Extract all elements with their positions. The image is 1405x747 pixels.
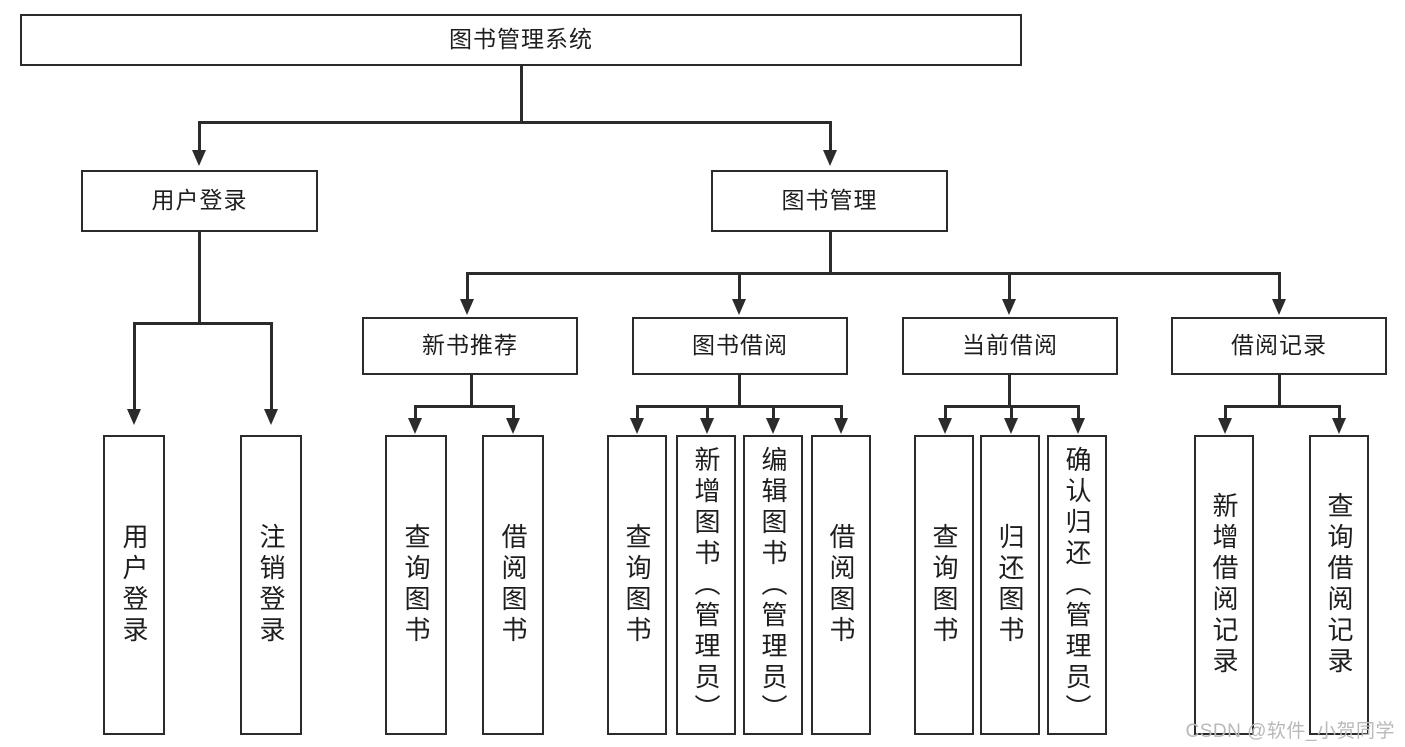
node-label: 图书借阅 (692, 332, 788, 359)
leaf-book-borrow-query[interactable]: 查询图书 (607, 435, 667, 735)
leaf-new-book-query[interactable]: 查询图书 (385, 435, 447, 735)
edge-book-borrow-bus (636, 405, 842, 408)
leaf-current-borrow-query[interactable]: 查询图书 (914, 435, 974, 735)
arrowhead-leaf-br-0 (1218, 418, 1232, 434)
node-label: 借阅图书 (498, 523, 528, 647)
edge-user-login-to-leaf-0 (133, 322, 136, 410)
edge-br-to-leaf-0 (1224, 405, 1227, 419)
arrowhead-leaf-bb-1 (700, 418, 714, 434)
edge-root-to-user-login (198, 121, 201, 151)
arrowhead-leaf-cb-0 (938, 418, 952, 434)
leaf-user-login-login[interactable]: 用户登录 (103, 435, 165, 735)
arrowhead-leaf-nb-0 (408, 418, 422, 434)
leaf-current-borrow-return[interactable]: 归还图书 (980, 435, 1040, 735)
edge-bb-to-leaf-0 (636, 405, 639, 419)
edge-root-to-book-management (829, 121, 832, 151)
node-label: 查询图书 (401, 523, 431, 647)
edge-bb-to-leaf-3 (840, 405, 843, 419)
leaf-current-borrow-confirm-admin[interactable]: 确认归还（管理员） (1047, 435, 1107, 735)
arrowhead-leaf-br-1 (1332, 418, 1346, 434)
leaf-book-borrow-add-admin[interactable]: 新增图书（管理员） (676, 435, 736, 735)
edge-user-login-bus (133, 322, 271, 325)
edge-bm-to-book-borrow (738, 272, 741, 300)
leaf-book-borrow-edit-admin[interactable]: 编辑图书（管理员） (743, 435, 803, 735)
arrowhead-current-borrow (1002, 299, 1016, 315)
node-label: 归还图书 (995, 523, 1025, 647)
edge-new-book-bus (414, 405, 514, 408)
edge-nb-to-leaf-0 (414, 405, 417, 419)
node-book-management[interactable]: 图书管理 (711, 170, 948, 232)
node-label: 借阅记录 (1231, 332, 1327, 359)
watermark-text: CSDN @软件_小贺同学 (1185, 721, 1395, 742)
edge-nb-to-leaf-1 (512, 405, 515, 419)
edge-root-stem (520, 66, 523, 121)
leaf-borrow-record-query[interactable]: 查询借阅记录 (1309, 435, 1369, 735)
arrowhead-leaf-nb-1 (506, 418, 520, 434)
node-label: 查询图书 (622, 523, 652, 647)
node-label: 新增图书（管理员） (691, 445, 721, 725)
edge-bb-to-leaf-1 (706, 405, 709, 419)
edge-user-login-to-leaf-1 (270, 322, 273, 410)
arrowhead-leaf-bb-3 (834, 418, 848, 434)
edge-bb-to-leaf-2 (772, 405, 775, 419)
edge-br-to-leaf-1 (1338, 405, 1341, 419)
edge-borrow-record-stem (1278, 375, 1281, 405)
node-borrow-record[interactable]: 借阅记录 (1171, 317, 1387, 375)
node-label: 图书管理系统 (449, 26, 593, 53)
edge-current-borrow-stem (1008, 375, 1011, 405)
arrowhead-leaf-user-login-0 (127, 409, 141, 425)
edge-user-login-stem (198, 232, 201, 322)
leaf-borrow-record-add[interactable]: 新增借阅记录 (1194, 435, 1254, 735)
edge-bm-to-borrow-record (1278, 272, 1281, 300)
node-book-borrow[interactable]: 图书借阅 (632, 317, 848, 375)
node-label: 借阅图书 (826, 523, 856, 647)
edge-bm-to-current-borrow (1008, 272, 1011, 300)
arrowhead-leaf-bb-0 (630, 418, 644, 434)
edge-cb-to-leaf-1 (1010, 405, 1013, 419)
node-label: 新增借阅记录 (1209, 492, 1239, 678)
edge-book-management-bus (466, 272, 1280, 275)
edge-new-book-stem (470, 375, 473, 405)
edge-book-management-stem (829, 232, 832, 272)
node-user-login[interactable]: 用户登录 (81, 170, 318, 232)
arrowhead-book-management (823, 150, 837, 166)
edge-bm-to-new-book (466, 272, 469, 300)
node-label: 用户登录 (151, 187, 248, 214)
node-label: 当前借阅 (962, 332, 1058, 359)
node-label: 编辑图书（管理员） (758, 445, 788, 725)
arrowhead-leaf-cb-1 (1004, 418, 1018, 434)
edge-cb-to-leaf-2 (1077, 405, 1080, 419)
leaf-new-book-borrow[interactable]: 借阅图书 (482, 435, 544, 735)
edge-cb-to-leaf-0 (944, 405, 947, 419)
arrowhead-book-borrow (732, 299, 746, 315)
arrowhead-user-login (192, 150, 206, 166)
arrowhead-leaf-bb-2 (766, 418, 780, 434)
arrowhead-new-book-recommend (460, 299, 474, 315)
node-label: 新书推荐 (422, 332, 518, 359)
leaf-user-login-logout[interactable]: 注销登录 (240, 435, 302, 735)
node-root-book-management-system[interactable]: 图书管理系统 (20, 14, 1022, 66)
node-current-borrow[interactable]: 当前借阅 (902, 317, 1118, 375)
edge-book-borrow-stem (738, 375, 741, 405)
node-label: 图书管理 (781, 187, 878, 214)
leaf-book-borrow-borrow[interactable]: 借阅图书 (811, 435, 871, 735)
node-label: 注销登录 (256, 523, 286, 647)
node-label: 用户登录 (119, 523, 149, 647)
node-new-book-recommend[interactable]: 新书推荐 (362, 317, 578, 375)
node-label: 查询图书 (929, 523, 959, 647)
edge-borrow-record-bus (1224, 405, 1340, 408)
node-label: 确认归还（管理员） (1062, 445, 1092, 725)
node-label: 查询借阅记录 (1324, 492, 1354, 678)
arrowhead-borrow-record (1272, 299, 1286, 315)
arrowhead-leaf-cb-2 (1071, 418, 1085, 434)
arrowhead-leaf-user-login-1 (264, 409, 278, 425)
edge-root-bus (198, 121, 832, 124)
